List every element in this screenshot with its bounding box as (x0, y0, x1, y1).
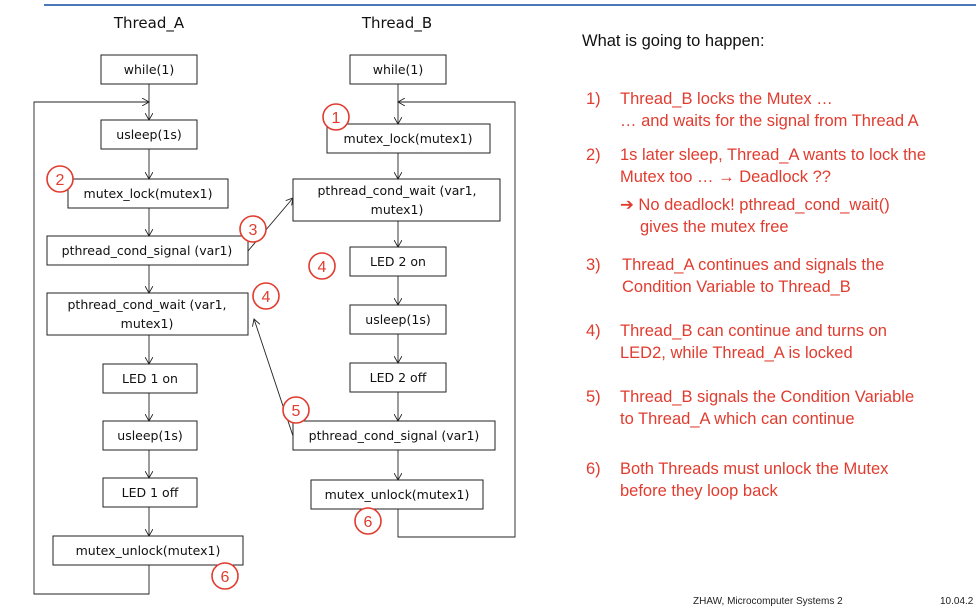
marker-6-b (354, 507, 382, 535)
b-wait-box (292, 178, 501, 222)
step-3-line-2: Condition Variable to Thread_B (622, 278, 851, 296)
a-signal-label: pthread_cond_signal (var1) (62, 243, 233, 258)
marker-2 (46, 165, 74, 193)
panel-heading: What is going to happen: (582, 32, 765, 50)
step-1-num: 1) (586, 90, 601, 108)
a-led-on-label: LED 1 on (122, 371, 178, 386)
marker-5 (282, 396, 310, 424)
b-lock-box (326, 123, 491, 154)
marker-4-b (308, 252, 336, 280)
step-6-line-2: before they loop back (620, 482, 778, 500)
a-led-off-box (102, 477, 198, 508)
step-2-line-2: Mutex too … → Deadlock ?? (620, 168, 831, 186)
thread-b-title: Thread_B (361, 14, 432, 33)
step-5-line-1: Thread_B signals the Condition Variable (620, 388, 915, 406)
marker-1 (322, 103, 350, 131)
a-usleep-label: usleep(1s) (116, 127, 181, 142)
a-while-label: while(1) (124, 62, 175, 77)
a-led-on-box (102, 363, 198, 394)
a-lock-box (67, 178, 229, 209)
step-4-line-1: Thread_B can continue and turns on (620, 322, 887, 340)
b-wait-label-1: pthread_cond_wait (var1, (317, 183, 476, 198)
a-signal-box (46, 235, 249, 266)
step-4-line-2: LED2, while Thread_A is locked (620, 344, 853, 362)
marker-2-num: 2 (56, 172, 65, 189)
b-lock-label: mutex_lock(mutex1) (344, 131, 473, 146)
step-4-num: 4) (586, 322, 601, 340)
a-usleep-box (100, 119, 198, 150)
step-1-line-1: Thread_B locks the Mutex … (620, 90, 833, 108)
step-markers (46, 103, 382, 590)
b-unlock-label: mutex_unlock(mutex1) (325, 487, 470, 502)
step-6-num: 6) (586, 460, 601, 478)
step-5-num: 5) (586, 388, 601, 406)
header-rule (44, 4, 976, 6)
b-led-off-label: LED 2 off (370, 370, 427, 385)
step-1-line-2: … and waits for the signal from Thread A (620, 112, 919, 130)
thread-b-flow (292, 54, 501, 510)
footer-course: ZHAW, Microcomputer Systems 2 (693, 596, 843, 607)
step-2-num: 2) (586, 146, 601, 164)
marker-6-b-num: 6 (364, 514, 373, 531)
a-led-off-label: LED 1 off (122, 485, 179, 500)
step-2-sub-2: gives the mutex free (640, 218, 789, 236)
b-while-label: while(1) (373, 62, 424, 77)
b-unlock-box (310, 479, 484, 510)
step-2-line-1: 1s later sleep, Thread_A wants to lock t… (620, 146, 927, 164)
step-3-line-1: Thread_A continues and signals the (622, 256, 885, 274)
marker-6-a-num: 6 (221, 569, 230, 586)
step-5-line-2: to Thread_A which can continue (620, 410, 855, 428)
a-unlock-label: mutex_unlock(mutex1) (76, 543, 221, 558)
flowchart: Thread_A Thread_B (33, 14, 516, 595)
b-signal-label: pthread_cond_signal (var1) (309, 428, 480, 443)
marker-6-a (211, 562, 239, 590)
marker-4-a-num: 4 (262, 289, 271, 306)
marker-3-num: 3 (249, 222, 258, 239)
a-wait-label-1: pthread_cond_wait (var1, (67, 297, 226, 312)
marker-1-num: 1 (332, 110, 341, 127)
thread-a-flow (46, 54, 249, 566)
a-lock-label: mutex_lock(mutex1) (84, 186, 213, 201)
b-usleep-label: usleep(1s) (365, 312, 430, 327)
thread-a-title: Thread_A (113, 14, 185, 33)
marker-4-b-num: 4 (318, 259, 327, 276)
step-3-num: 3) (586, 256, 601, 274)
thread-a-arrows (33, 84, 149, 595)
step-6-line-1: Both Threads must unlock the Mutex (620, 460, 889, 478)
b-while-box (349, 54, 447, 85)
step-2-sub-1: ➔ No deadlock! pthread_cond_wait() (620, 196, 890, 214)
marker-4-a (252, 282, 280, 310)
a-usleep2-label: usleep(1s) (117, 428, 182, 443)
a-wait-label-2: mutex1) (121, 316, 174, 331)
b-usleep-box (349, 304, 447, 335)
footer-date: 10.04.2 (940, 596, 974, 607)
b-signal-box (292, 420, 496, 451)
b-led-on-label: LED 2 on (370, 254, 426, 269)
marker-5-num: 5 (292, 403, 301, 420)
a-wait-box (46, 292, 249, 336)
b-wait-label-2: mutex1) (371, 202, 424, 217)
marker-3 (239, 215, 267, 243)
thread-b-arrows (398, 84, 516, 538)
